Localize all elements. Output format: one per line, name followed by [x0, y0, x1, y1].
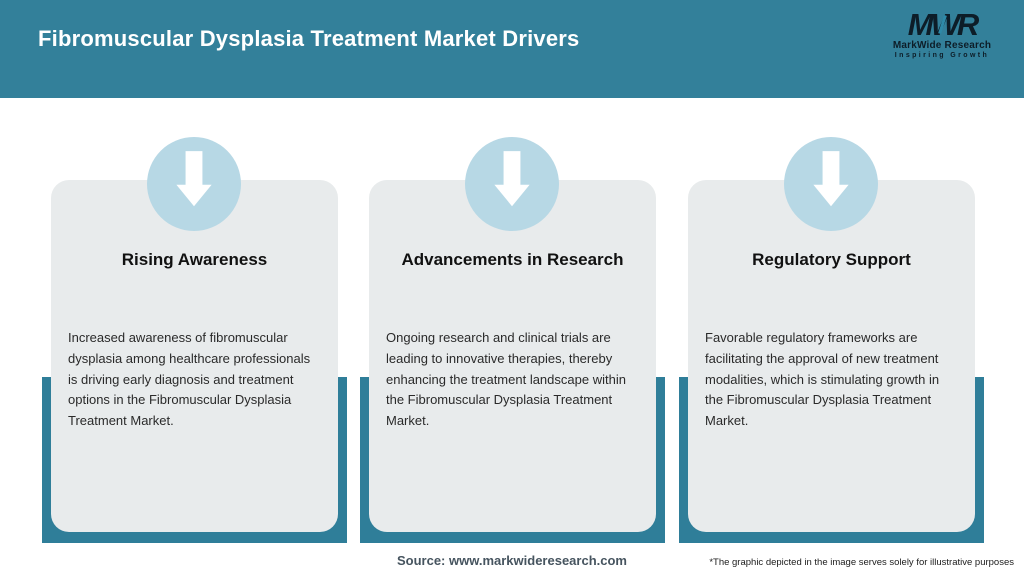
- driver-card-rising-awareness: Rising Awareness Increased awareness of …: [51, 180, 338, 532]
- arrow-down-icon: [465, 137, 559, 231]
- source-text: Source: www.markwideresearch.com: [396, 553, 627, 568]
- card-description: Ongoing research and clinical trials are…: [386, 330, 626, 429]
- card-description: Favorable regulatory frameworks are faci…: [705, 330, 940, 429]
- arrow-down-icon: [784, 137, 878, 231]
- logo-tagline: Inspiring Growth: [894, 52, 990, 59]
- driver-card-advancements-in-research: Advancements in Research Ongoing researc…: [369, 180, 656, 532]
- markwide-research-logo: MWR MarkWide Research Inspiring Growth: [878, 9, 1006, 60]
- card-title: Regulatory Support: [752, 250, 911, 269]
- card-title: Advancements in Research: [401, 250, 624, 269]
- logo-company-name: MarkWide Research: [892, 40, 992, 51]
- card-description: Increased awareness of fibromuscular dys…: [68, 330, 311, 429]
- driver-card-regulatory-support: Regulatory Support Favorable regulatory …: [688, 180, 975, 532]
- arrow-down-icon: [147, 137, 241, 231]
- page-title: Fibromuscular Dysplasia Treatment Market…: [38, 26, 580, 51]
- header: Fibromuscular Dysplasia Treatment Market…: [0, 0, 1024, 98]
- disclaimer-text: *The graphic depicted in the image serve…: [709, 557, 1014, 568]
- card-title: Rising Awareness: [121, 250, 268, 269]
